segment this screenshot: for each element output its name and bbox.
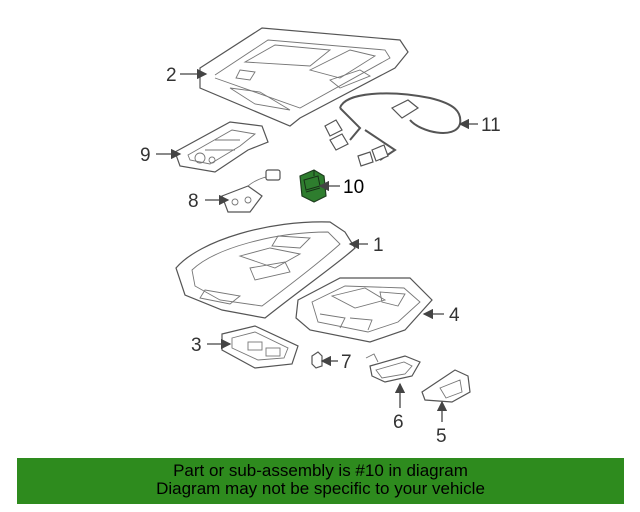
callout-9: 9 [140,145,151,166]
callout-1: 1 [373,235,384,256]
callout-10: 10 [343,177,364,198]
part-6-lamp-lens [365,353,421,383]
part-11-wiring-harness [324,92,462,167]
part-2-roof-panel [199,27,409,127]
part-4-bezel [295,277,433,343]
callout-6: 6 [393,412,404,433]
part-8-connector [221,169,281,213]
callout-3: 3 [191,335,202,356]
banner-line-2: Diagram may not be specific to your vehi… [156,479,485,498]
info-banner: Part or sub-assembly is #10 in diagram D… [17,458,624,504]
callout-7: 7 [341,352,352,373]
leader-lines [156,68,478,422]
part-9-bracket [174,121,269,173]
banner-line-1: Part or sub-assembly is #10 in diagram [173,461,468,480]
callout-4: 4 [449,305,460,326]
part-1-console-housing [175,221,356,319]
part-3-switch-panel [221,325,299,369]
callout-2: 2 [166,65,177,86]
part-7-plug [311,351,323,369]
parts-diagram: 2 9 8 10 11 1 4 3 7 6 5 [140,27,501,447]
callout-8: 8 [188,191,199,212]
callout-5: 5 [436,426,447,447]
callout-11: 11 [481,115,501,136]
part-5-lamp-lens [421,369,471,403]
